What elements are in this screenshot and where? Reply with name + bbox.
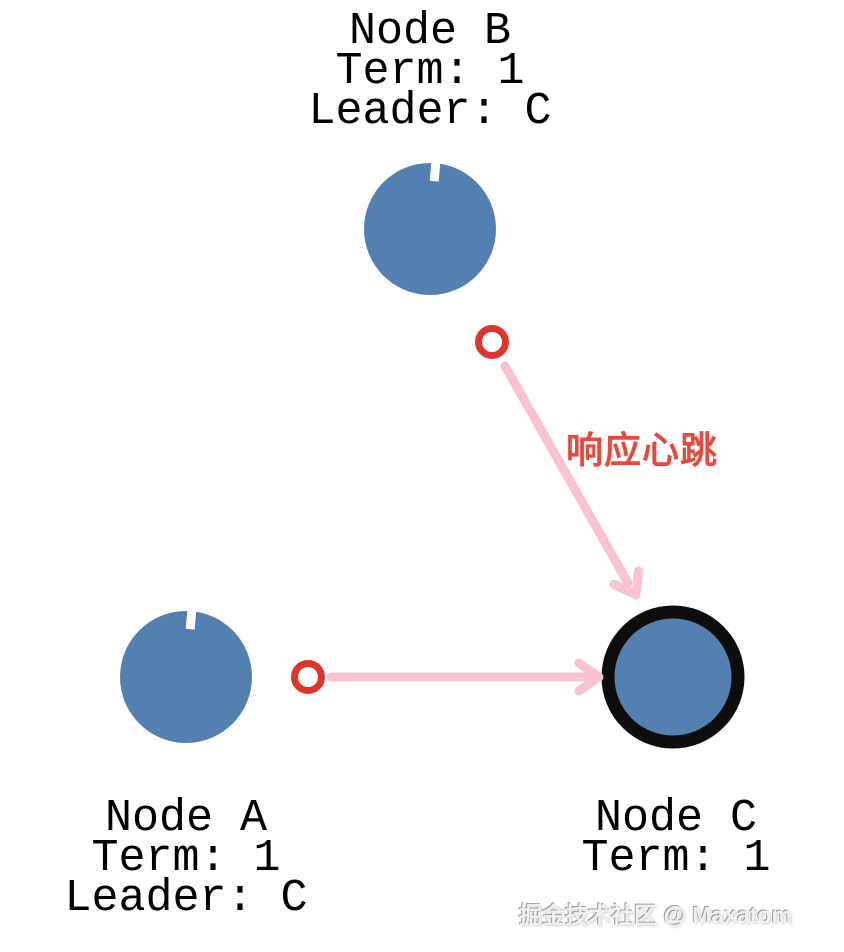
node-b-leader: Leader: C	[308, 86, 552, 137]
node-b-term: Term: 1	[335, 46, 525, 97]
node-b-label: Node B Term: 1 Leader: C	[308, 6, 552, 137]
node-a-label: Node A Term: 1 Leader: C	[64, 793, 308, 924]
heartbeat-arrow-a-to-c	[326, 658, 604, 696]
node-a-leader: Leader: C	[64, 873, 308, 924]
node-c-term: Term: 1	[581, 833, 771, 884]
node-c-circle-leader	[601, 605, 745, 749]
arrow-b-shaft	[500, 361, 633, 588]
node-a-heartbeat-ring	[291, 660, 325, 694]
heartbeat-arrow-b-to-c	[500, 361, 644, 600]
node-b-heartbeat-ring	[475, 325, 509, 359]
arrow-a-head	[574, 658, 604, 696]
node-c-name: Node C	[594, 793, 758, 844]
node-c-label: Node C Term: 1	[581, 793, 771, 884]
heartbeat-arrow-label: 响应心跳	[566, 430, 718, 471]
node-b-circle	[364, 159, 496, 295]
arrow-b-head	[609, 566, 644, 600]
node-a-name: Node A	[104, 793, 268, 844]
node-a-timer-notch	[185, 607, 197, 630]
watermark: 掘金技术社区 @ Maxatom	[519, 902, 792, 928]
node-a-body	[120, 611, 252, 743]
node-b-timer-notch	[429, 159, 441, 182]
node-b-body	[364, 163, 496, 295]
node-b-name: Node B	[348, 6, 512, 57]
node-a-circle	[120, 607, 252, 743]
node-a-term: Term: 1	[91, 833, 281, 884]
